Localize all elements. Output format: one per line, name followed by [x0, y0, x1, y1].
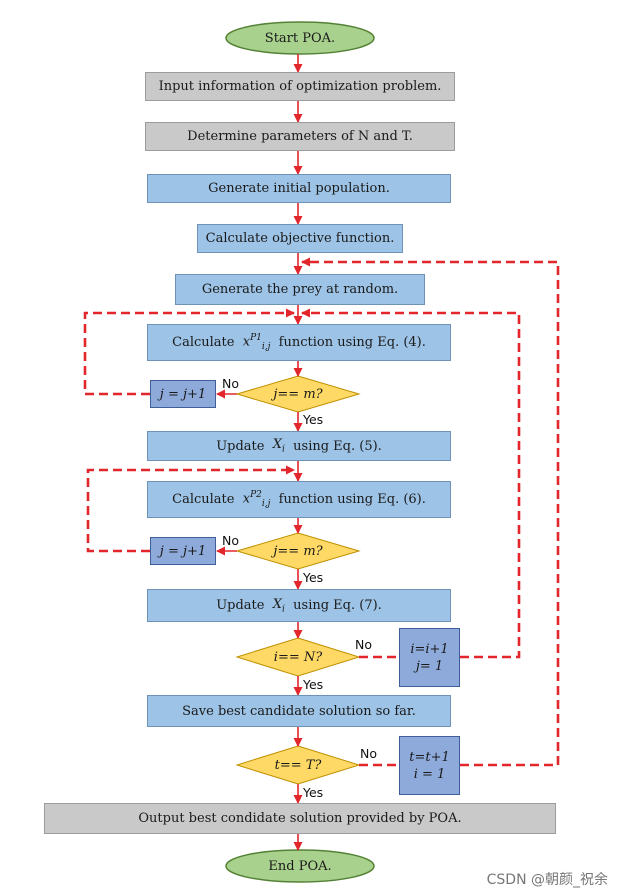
calc-phase2-symbol: xP2i,j — [242, 490, 271, 509]
no-label-i: No — [355, 637, 372, 652]
inc-j1-box: j = j+1 — [150, 380, 216, 408]
determine-params-box: Determine parameters of N and T. — [145, 122, 455, 151]
generate-population-box: Generate initial population. — [147, 174, 451, 203]
decision-j1-label: j== m? — [273, 386, 323, 402]
generate-prey-box: Generate the prey at random. — [175, 274, 425, 305]
start-label: Start POA. — [264, 30, 336, 46]
decision-i-label: i== N? — [273, 649, 323, 665]
inc-t-line2: i = 1 — [413, 766, 446, 782]
yes-label-t: Yes — [303, 785, 324, 800]
yes-label-j1: Yes — [303, 412, 324, 427]
update2-box: Update Xi using Eq. (7). — [147, 589, 451, 622]
yes-label-j2: Yes — [303, 570, 324, 585]
input-info-box: Input information of optimization proble… — [145, 72, 455, 101]
calc-objective-box: Calculate objective function. — [197, 224, 403, 253]
end-label: End POA. — [268, 858, 332, 874]
update1-prefix: Update — [216, 438, 265, 454]
main-flow-arrows — [216, 54, 303, 851]
inc-t-box: t=t+1 i = 1 — [399, 736, 460, 795]
decision-t-label: t== T? — [274, 757, 322, 773]
decision-j2-label: j== m? — [273, 543, 323, 559]
no-label-j2: No — [222, 533, 239, 548]
inc-t-line1: t=t+1 — [409, 749, 450, 765]
save-best-box: Save best candidate solution so far. — [147, 695, 451, 727]
update1-symbol: Xi — [272, 437, 285, 455]
inc-i-box: i=i+1 j= 1 — [399, 628, 460, 687]
calc-phase2-prefix: Calculate — [172, 492, 235, 507]
calc-phase1-suffix: function using Eq. (4). — [278, 335, 426, 350]
no-label-j1: No — [222, 376, 239, 391]
calc-phase2-box: Calculate xP2i,j function using Eq. (6). — [147, 481, 451, 518]
update2-suffix: using Eq. (7). — [293, 598, 382, 613]
inc-i-line1: i=i+1 — [410, 641, 449, 657]
update2-prefix: Update — [216, 598, 265, 613]
yes-label-i: Yes — [303, 677, 324, 692]
start-oval — [225, 21, 375, 55]
inc-j2-box: j = j+1 — [150, 537, 216, 565]
no-label-t: No — [360, 746, 377, 761]
output-box: Output best condidate solution provided … — [44, 803, 556, 834]
update1-box: Calculate Update Xi using Eq. (5). — [147, 431, 451, 461]
loop-back-dashes — [83, 257, 560, 767]
watermark: CSDN @朝颜_祝余 — [486, 872, 608, 888]
update2-symbol: Xi — [272, 596, 285, 615]
inc-i-line2: j= 1 — [415, 658, 444, 674]
update1-suffix: using Eq. (5). — [293, 438, 382, 454]
calc-phase1-box: Calculate xP1i,j function using Eq. (4). — [147, 324, 451, 361]
calc-phase1-prefix: Calculate — [172, 335, 235, 350]
calc-phase2-suffix: function using Eq. (6). — [278, 492, 426, 507]
calc-phase1-symbol: xP1i,j — [242, 333, 271, 352]
